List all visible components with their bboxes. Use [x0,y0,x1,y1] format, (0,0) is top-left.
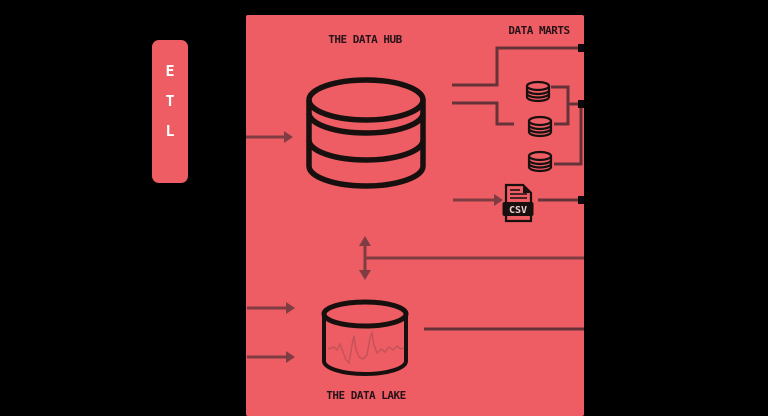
etl-letter-t: T [165,92,175,110]
etl-badge: E T L [152,40,188,183]
data-hub-title: THE DATA HUB [328,33,402,46]
data-hub-database-icon [306,77,426,189]
etl-to-hub-arrow-icon [246,131,293,143]
hub-output-wire-top [452,46,584,87]
edge-connector-nub-1 [578,44,584,52]
csv-input-arrow-icon [453,194,503,206]
mart-database-icon-3 [527,150,553,173]
csv-file-label: CSV [509,205,527,216]
lake-input-arrow-icon-1 [247,302,295,314]
hub-to-marts-wire [452,101,514,126]
lake-input-arrow-icon-2 [247,351,295,363]
csv-file-icon: CSV [502,183,534,223]
mart1-to-mart2-wire [551,85,570,126]
etl-letter-l: L [165,122,175,140]
etl-letter-e: E [165,62,175,80]
mart3-branch-wire [554,104,583,166]
edge-connector-nub-3 [578,196,584,204]
lake-waveform [327,330,405,365]
mart-database-icon-2 [527,115,553,138]
edge-connector-nub-2 [578,100,584,108]
data-marts-title: DATA MARTS [508,24,570,37]
mart-database-icon-1 [525,80,551,103]
data-lake-database-icon [321,299,409,376]
data-lake-title: THE DATA LAKE [326,389,406,402]
